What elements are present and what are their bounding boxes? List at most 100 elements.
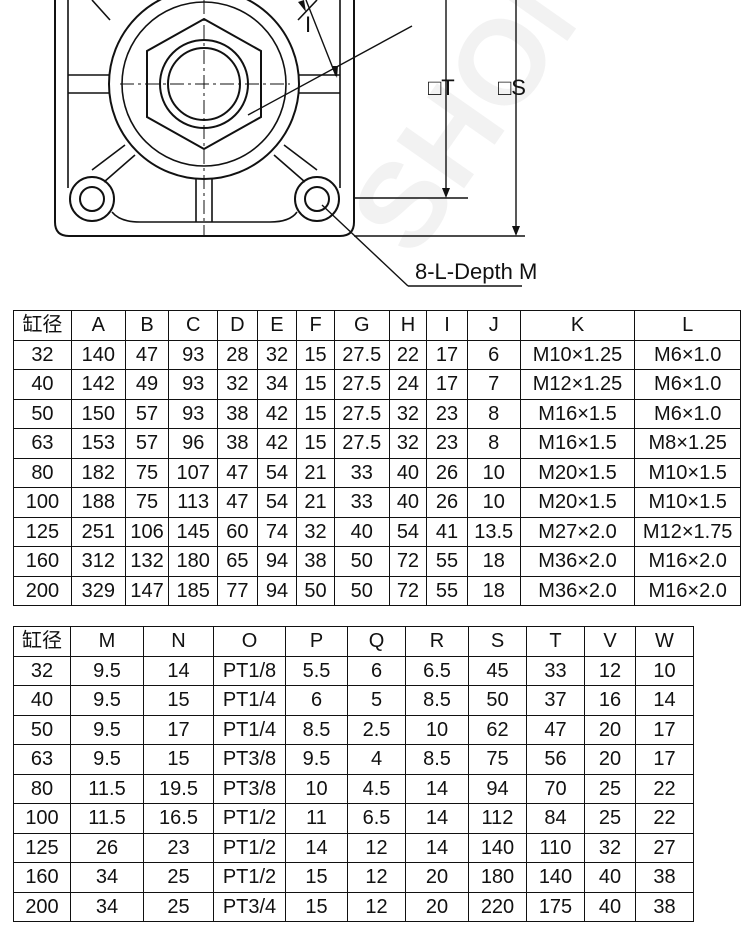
table-cell: 50 [468,685,527,716]
table-cell: 40 [333,516,390,547]
table-cell: 40 [584,862,636,893]
table-cell: 41 [426,516,468,547]
table-cell: PT3/8 [213,773,286,804]
table-cell: M16×2.0 [634,575,741,606]
table-cell: 10 [466,457,521,488]
table-cell: 22 [635,773,694,804]
center-lines [120,0,290,235]
table-cell: 8 [466,398,521,429]
table-cell: 20 [405,862,469,893]
table-cell: 34 [256,369,298,400]
table-cell: 27.5 [333,398,390,429]
table-cell: 96 [168,428,219,459]
table-cell: PT1/2 [213,832,286,863]
bore-size-cell: 80 [13,457,72,488]
table-cell: 112 [468,803,527,834]
table-cell: 32 [388,398,428,429]
table-cell: 62 [468,714,527,745]
table-cell: 40 [584,891,636,922]
column-header: T [526,626,585,657]
column-header: A [70,310,126,341]
table-cell: 38 [635,891,694,922]
column-header: J [466,310,521,341]
table-cell: 188 [70,487,126,518]
table-cell: 24 [388,369,428,400]
table-cell: 25 [584,773,636,804]
table-cell: 10 [285,773,348,804]
table-cell: 312 [70,546,126,577]
table-cell: 27 [635,832,694,863]
table-cell: 329 [70,575,126,606]
dim-label-depth: 8-L-Depth M [415,259,537,284]
table-cell: 21 [296,457,335,488]
bore-size-cell: 50 [13,714,71,745]
table-cell: 153 [70,428,126,459]
table-cell: M10×1.5 [634,457,741,488]
table-cell: M10×1.25 [519,339,636,370]
table-cell: 56 [526,744,585,775]
table-cell: 75 [124,487,170,518]
column-header: P [285,626,348,657]
table-cell: M12×1.25 [519,369,636,400]
table-cell: 28 [217,339,258,370]
table-cell: 20 [584,714,636,745]
table-cell: PT1/2 [213,862,286,893]
table-cell: 132 [124,546,170,577]
table-cell: 47 [526,714,585,745]
table-cell: 26 [426,487,468,518]
table-cell: 140 [526,862,585,893]
table-cell: 16.5 [143,803,214,834]
table-cell: 94 [256,546,298,577]
table-cell: 25 [143,891,214,922]
table-cell: PT3/4 [213,891,286,922]
table-cell: 38 [217,428,258,459]
table-cell: 180 [168,546,219,577]
table-cell: 17 [426,339,468,370]
arrowheads [298,0,520,236]
table-cell: 15 [296,428,335,459]
table-cell: 15 [296,398,335,429]
table-cell: 12 [347,832,406,863]
table-cell: 27.5 [333,339,390,370]
table-cell: 50 [296,575,335,606]
table-cell: 26 [70,832,144,863]
table-cell: 15 [285,891,348,922]
table-cell: M6×1.0 [634,369,741,400]
bore-size-cell: 63 [13,428,72,459]
column-header: S [468,626,527,657]
table-cell: 49 [124,369,170,400]
table-cell: 15 [296,339,335,370]
boss-web [111,211,298,223]
bore-size-cell: 32 [13,339,72,370]
table-cell: 6 [347,655,406,686]
table-cell: 47 [124,339,170,370]
table-cell: 9.5 [70,744,144,775]
column-header: M [70,626,144,657]
table-cell: PT1/8 [213,655,286,686]
table-cell: 93 [168,398,219,429]
table-cell: 70 [526,773,585,804]
column-header: N [143,626,214,657]
table-cell: 10 [635,655,694,686]
bore-size-cell: 100 [13,487,72,518]
table-cell: 5 [347,685,406,716]
table-cell: M16×2.0 [634,546,741,577]
table-cell: 20 [584,744,636,775]
column-header: F [296,310,335,341]
dim-label-s: □S [498,75,526,100]
table-cell: 84 [526,803,585,834]
bore-size-cell: 160 [13,862,71,893]
table-cell: 93 [168,339,219,370]
column-header: G [333,310,390,341]
